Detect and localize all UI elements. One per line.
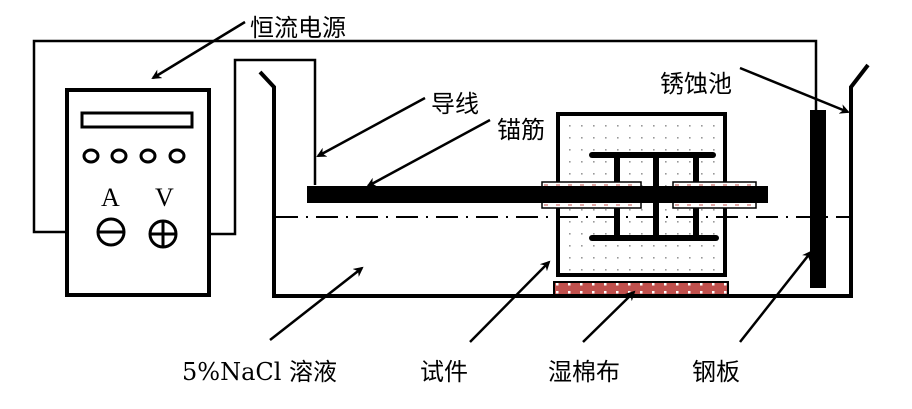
anchor-rebar [307, 186, 768, 203]
steel-plate [810, 110, 826, 288]
label-terminal-a: A [101, 183, 120, 212]
label-solution: 5%NaCl 溶液 [182, 358, 338, 386]
label-power-supply: 恒流电源 [250, 14, 346, 42]
label-corrosion-tank: 锈蚀池 [660, 70, 732, 98]
label-specimen: 试件 [420, 358, 468, 386]
wet-cotton-cloth [553, 281, 729, 296]
label-wet-cloth: 湿棉布 [548, 358, 620, 386]
label-wire: 导线 [431, 90, 479, 118]
wire-terminal-block [308, 186, 318, 200]
power-supply [65, 88, 211, 297]
label-steel-plate: 钢板 [692, 358, 740, 386]
label-terminal-v: V [155, 183, 174, 212]
label-rebar: 锚筋 [497, 116, 545, 144]
callout-arrows [151, 20, 850, 343]
